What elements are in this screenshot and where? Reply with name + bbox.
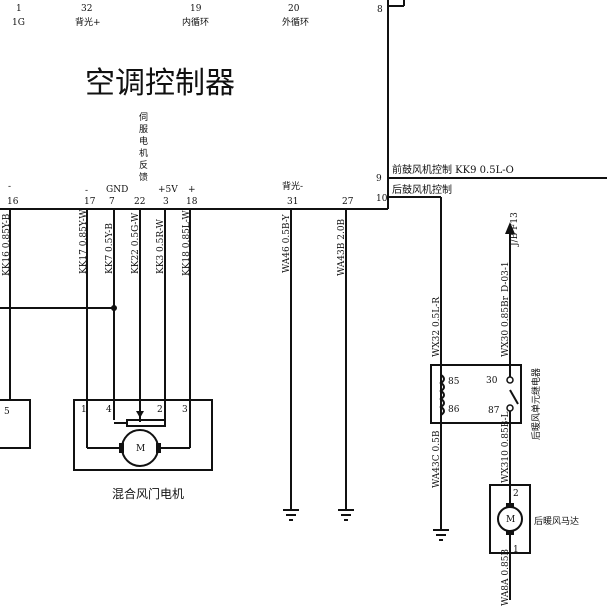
pin-3-num: 3	[163, 197, 169, 207]
jb-arrow-icon	[505, 222, 515, 234]
pin-label-5v: +5V	[158, 185, 178, 195]
pin-label-gnd: GND	[106, 185, 128, 195]
wire-wx32: WX32 0.5L-R	[432, 297, 442, 357]
jb-f13-label: J/B F13	[510, 212, 520, 247]
relay-label: 后暖风单元继电器	[530, 368, 542, 440]
wire-kk17: KK17 0.85Y-W	[79, 209, 89, 274]
feedback-char: 服	[139, 124, 148, 135]
motor-brush-left	[119, 443, 124, 453]
pin-27-num: 27	[342, 197, 354, 207]
relay-pin-86: 86	[448, 405, 460, 415]
pin-label-minus: -	[8, 182, 11, 192]
wire-wa8a: WA8A 0.85B	[501, 549, 511, 606]
relay-box	[430, 364, 522, 424]
top-pin-32-sub: 背光+	[75, 16, 101, 28]
pin-label-backlight-minus: 背光-	[282, 180, 303, 192]
pin-10-num: 10	[376, 194, 388, 204]
wire-wx310: WX310 0.85B-L	[501, 411, 511, 483]
top-pin-1-num: 1	[16, 4, 22, 14]
wire-kk22: KK22 0.5G-W	[131, 212, 141, 274]
top-pin-19-sub: 内循环	[182, 16, 209, 28]
top-pin-20-num: 20	[288, 4, 300, 14]
rear-motor-brush-bottom	[506, 531, 514, 535]
pin-7-num: 7	[109, 197, 115, 207]
relay-pin-30: 30	[486, 376, 498, 386]
pin-16-num: 16	[7, 197, 19, 207]
relay-pin-85: 85	[448, 377, 460, 387]
pot-arrow-icon	[136, 411, 144, 418]
wire-wa46: WA46 0.5B-Y	[282, 213, 292, 273]
mix-motor-label: 混合风门电机	[112, 486, 184, 501]
wire-wx30-code: D-03-1	[501, 261, 511, 292]
front-blower-label: 前鼓风机控制 KK9 0.5L-O	[392, 163, 514, 176]
left-connector-box	[0, 399, 31, 449]
top-pin-1-sub: 1G	[12, 18, 25, 28]
pin-label-minus-2: -	[85, 186, 88, 196]
feedback-label: 伺服电机反馈	[139, 111, 148, 183]
pin-18-num: 18	[186, 197, 198, 207]
relay-contact-87	[506, 404, 514, 412]
top-pin-19-num: 19	[190, 4, 202, 14]
rear-blower-label: 后鼓风机控制	[392, 183, 452, 196]
mix-motor-m: M	[136, 444, 145, 454]
pin-label-plus: +	[188, 185, 196, 195]
pin-31-num: 31	[287, 197, 298, 207]
junction-dot	[111, 305, 117, 311]
wire-wa43b: WA43B 2.0B	[337, 218, 347, 276]
feedback-char: 机	[139, 147, 148, 159]
mix-box-pin-2: 2	[157, 405, 163, 415]
rear-motor-label: 后暖风马达	[534, 515, 579, 527]
mix-box-pin-4: 4	[106, 405, 112, 415]
pin-8-num: 8	[377, 5, 383, 15]
rear-motor-pin-1: 1	[513, 545, 519, 555]
top-pin-32-num: 32	[81, 4, 92, 14]
feedback-char: 伺	[139, 111, 148, 123]
rear-motor-m: M	[506, 515, 515, 525]
pin-9-num: 9	[376, 174, 382, 184]
mix-box-pin-1: 1	[81, 405, 87, 415]
left-box-pin-5: 5	[4, 407, 10, 417]
ground-symbols	[283, 509, 449, 541]
pin-17-num: 17	[84, 197, 96, 207]
wire-kk16: KK16 0.85Y-B	[2, 213, 12, 276]
controller-title: 空调控制器	[85, 66, 235, 101]
feedback-char: 电	[139, 135, 148, 147]
feedback-char: 反	[139, 160, 148, 171]
wire-wa43c: WA43C 0.5B	[432, 430, 442, 488]
top-pin-20-sub: 外循环	[282, 16, 309, 28]
wire-wx30: WX30 0.85Br	[501, 295, 511, 357]
wire-kk3: KK3 0.5R-W	[156, 218, 166, 274]
rear-motor-pin-2: 2	[513, 489, 519, 499]
rear-motor-brush-top	[506, 503, 514, 507]
wire-kk18: KK18 0.85L-W	[182, 210, 192, 276]
relay-pin-87: 87	[488, 406, 500, 416]
wire-kk7: KK7 0.5Y-B	[105, 223, 115, 274]
controller-outline	[0, 0, 405, 210]
mix-box-pin-3: 3	[182, 405, 188, 415]
feedback-char: 馈	[139, 171, 148, 183]
relay-contact-30	[506, 376, 514, 384]
rear-motor-box	[489, 484, 531, 554]
mix-door-motor-box	[73, 399, 213, 471]
motor-brush-right	[156, 443, 161, 453]
pin-22-num: 22	[134, 197, 145, 207]
